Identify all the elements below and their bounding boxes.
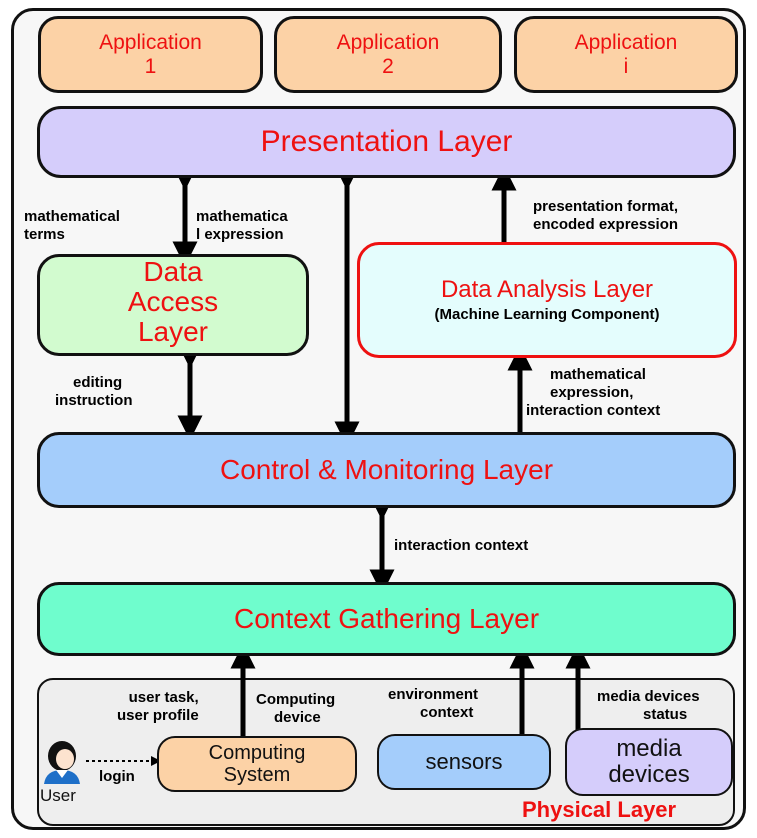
label-environment-context: environment context: [388, 686, 479, 721]
data-analysis-title: Data Analysis Layer: [440, 276, 654, 303]
data-access-line1: Data: [143, 256, 203, 287]
application-2-line1: Application: [336, 30, 440, 54]
computing-system-box: Computing System: [157, 736, 357, 792]
data-access-layer-box: Data Access Layer: [37, 254, 309, 356]
user-label: User: [40, 786, 76, 805]
data-access-line3: Layer: [137, 316, 209, 347]
label-login: login: [99, 768, 135, 785]
application-i-box: Application i: [514, 16, 738, 93]
application-2-line2: 2: [382, 54, 394, 78]
application-2-box: Application 2: [274, 16, 502, 93]
sensors-label: sensors: [425, 749, 503, 774]
sensors-box: sensors: [377, 734, 551, 790]
application-i-line2: i: [623, 54, 629, 78]
application-1-line1: Application: [99, 30, 202, 54]
label-computing-device: Computing device: [256, 691, 336, 726]
context-gathering-title: Context Gathering Layer: [233, 603, 540, 634]
context-gathering-layer-box: Context Gathering Layer: [37, 582, 736, 656]
media-devices-box: media devices: [565, 728, 733, 796]
label-user-task: user task, user profile: [117, 689, 199, 724]
control-monitoring-title: Control & Monitoring Layer: [219, 454, 554, 485]
control-monitoring-layer-box: Control & Monitoring Layer: [37, 432, 736, 508]
label-math-interaction: mathematical expression, interaction con…: [526, 366, 661, 419]
application-i-line1: Application: [574, 30, 678, 54]
label-math-expression: mathematica l expression: [196, 208, 288, 243]
label-media-status: media devices status: [597, 688, 700, 723]
data-access-line2: Access: [127, 286, 219, 317]
label-presentation-format: presentation format, encoded expression: [533, 198, 679, 233]
label-editing-instruction: editing instruction: [55, 374, 133, 409]
data-analysis-layer-box: Data Analysis Layer (Machine Learning Co…: [357, 242, 737, 358]
user-icon: [44, 741, 80, 784]
data-analysis-subtitle: (Machine Learning Component): [434, 306, 660, 323]
application-1-box: Application 1: [38, 16, 263, 93]
computing-system-line2: System: [223, 764, 291, 786]
label-interaction-context: interaction context: [394, 537, 529, 554]
media-devices-line1: media: [616, 735, 682, 762]
physical-layer-title: Physical Layer: [522, 797, 677, 822]
application-1-line2: 1: [144, 54, 157, 78]
presentation-layer-box: Presentation Layer: [37, 106, 736, 178]
label-math-terms: mathematical terms: [24, 208, 120, 243]
computing-system-line1: Computing: [208, 742, 306, 764]
media-devices-line2: devices: [608, 761, 690, 788]
presentation-layer-title: Presentation Layer: [260, 125, 513, 158]
